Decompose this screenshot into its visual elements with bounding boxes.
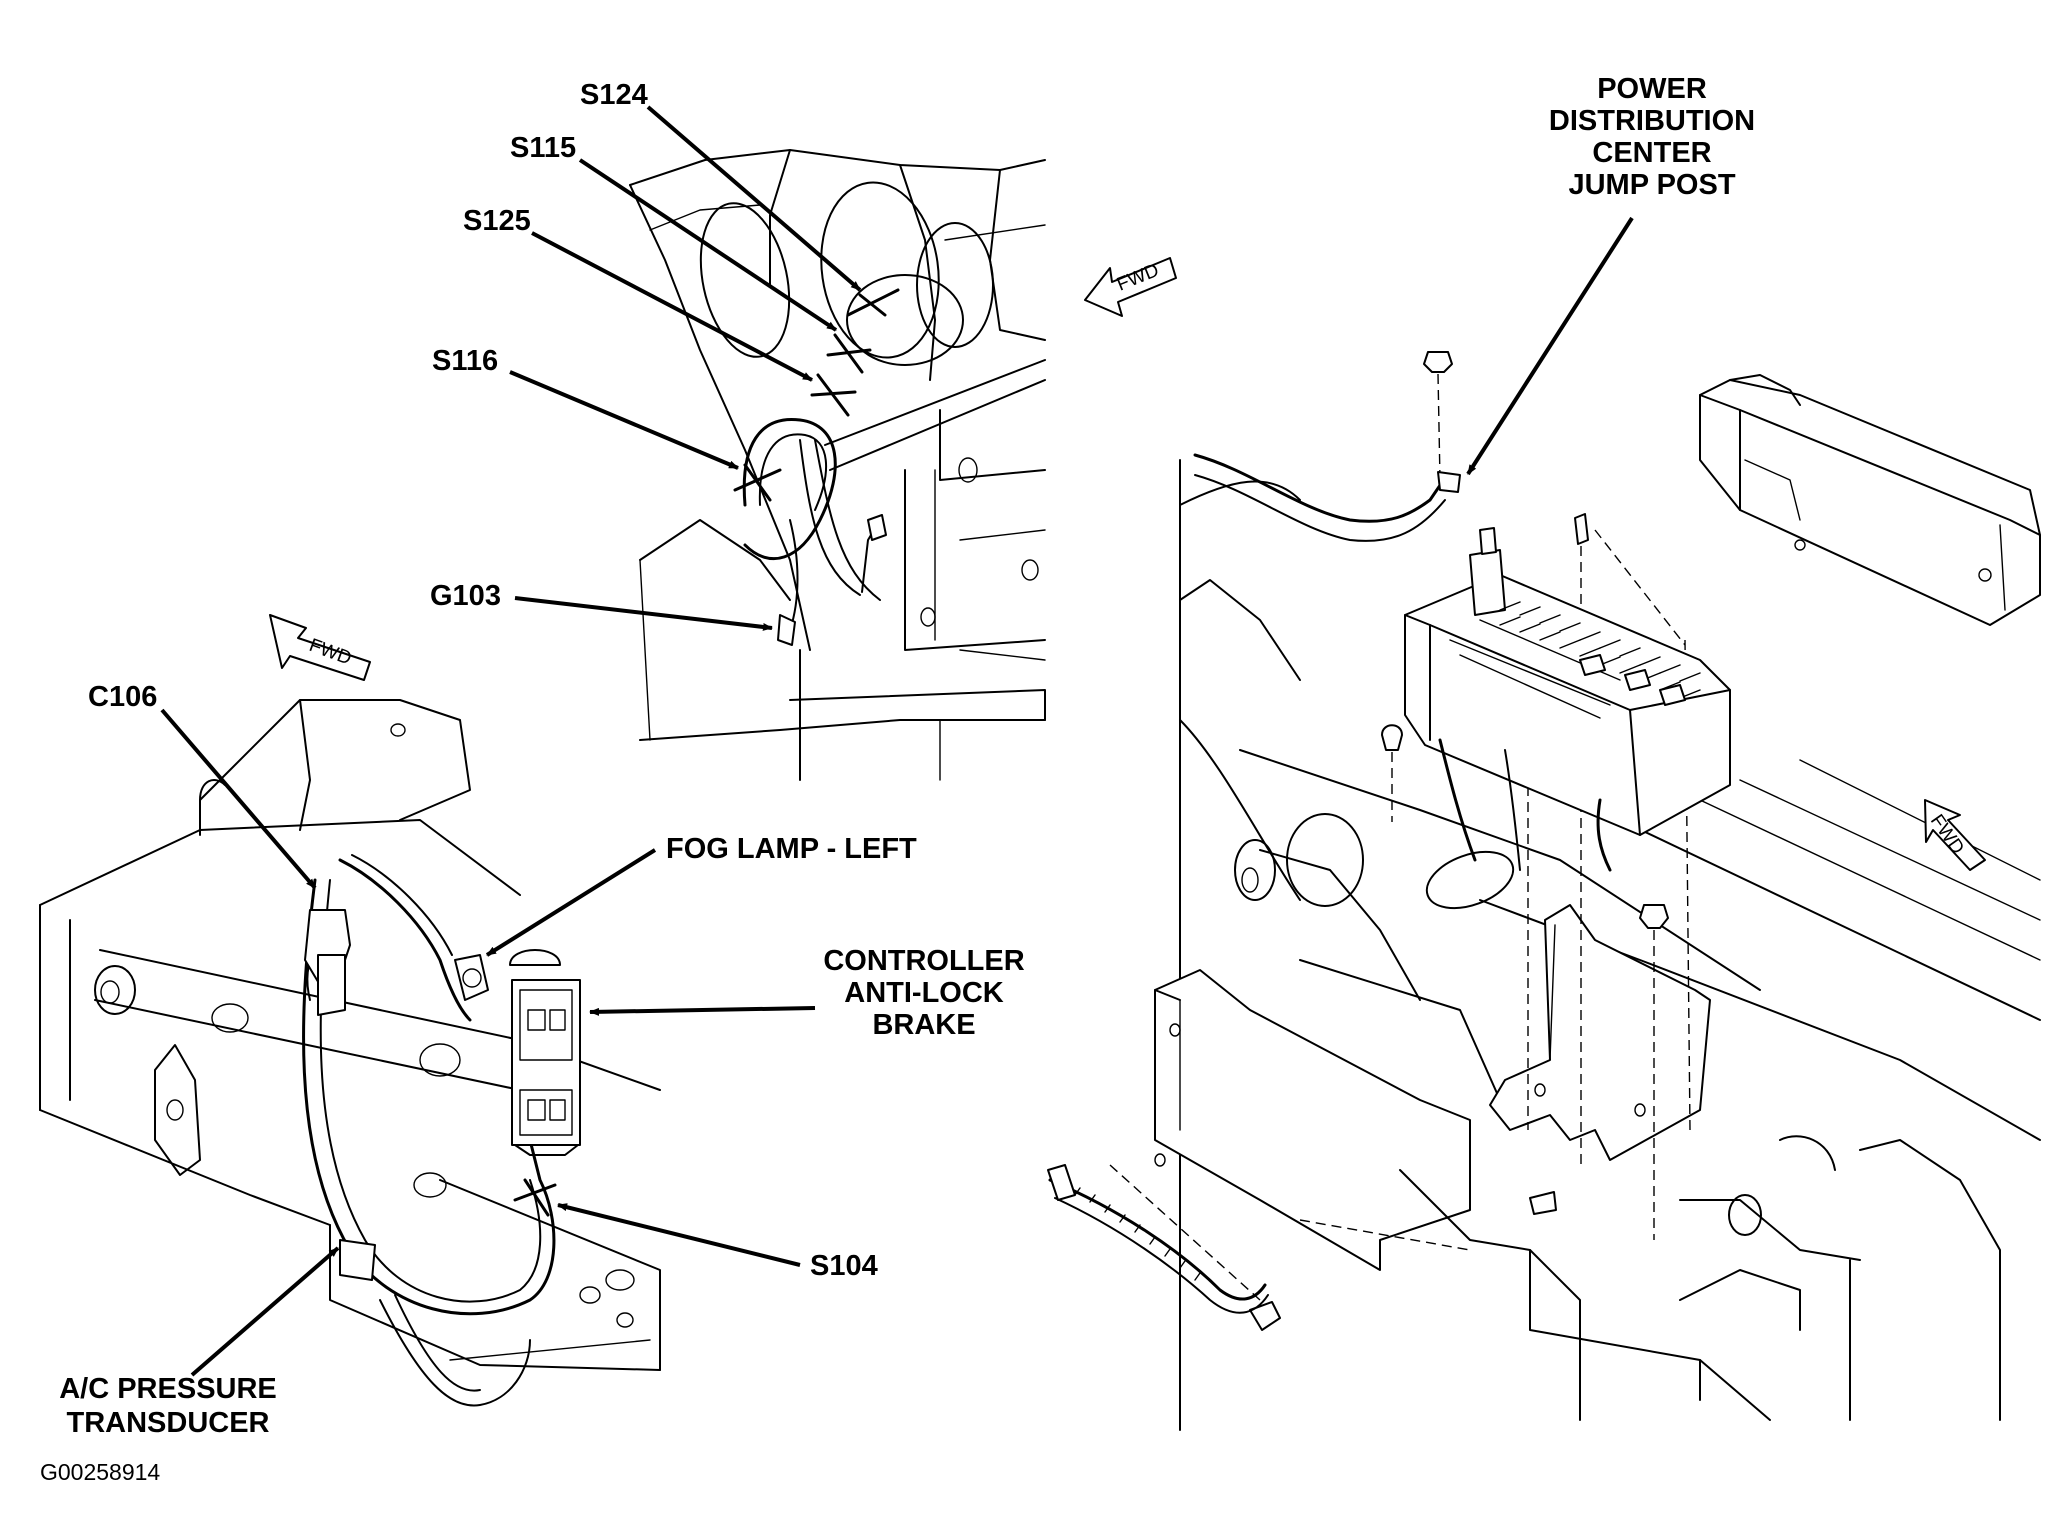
leader-c106 (160, 708, 317, 890)
label-controller-abs-line3: BRAKE (872, 1009, 975, 1041)
label-s115: S115 (510, 132, 576, 164)
leader-g103 (514, 596, 773, 631)
left-frame-drawing: FWD (39, 614, 661, 1407)
right-pdc-drawing: FWD (1047, 351, 2041, 1431)
label-fog-lamp-left: FOG LAMP - LEFT (666, 833, 917, 865)
label-pdc-line4: JUMP POST (1568, 169, 1735, 201)
figure-id: G00258914 (40, 1459, 160, 1485)
leader-pdc-jump-post (1466, 216, 1634, 476)
leader-ac-transducer (190, 1246, 340, 1377)
label-ac-transducer-line1: A/C PRESSURE (59, 1373, 277, 1405)
callout-labels: S124 S115 S125 S116 G103 C106 FOG LAMP -… (40, 73, 1755, 1485)
label-pdc-line2: DISTRIBUTION (1549, 105, 1755, 137)
label-s104: S104 (810, 1250, 878, 1282)
upper-inset-drawing: FWD (629, 149, 1177, 781)
label-s125: S125 (463, 205, 531, 237)
leader-s116 (509, 370, 739, 470)
leader-fog-lamp (485, 848, 657, 957)
label-pdc-jump-post: POWER DISTRIBUTION CENTER JUMP POST (1549, 73, 1755, 201)
leader-s125 (531, 231, 813, 382)
label-c106: C106 (88, 681, 157, 713)
fwd-arrow-top-icon: FWD (1084, 257, 1177, 317)
label-s116: S116 (432, 345, 498, 377)
label-pdc-line3: CENTER (1592, 137, 1711, 169)
label-ac-transducer-line2: TRANSDUCER (67, 1407, 270, 1439)
label-controller-abs-line2: ANTI-LOCK (844, 977, 1004, 1009)
leader-s115 (578, 158, 838, 332)
label-pdc-line1: POWER (1597, 73, 1707, 105)
label-controller-abs: CONTROLLER ANTI-LOCK BRAKE (823, 945, 1024, 1041)
leader-s104 (557, 1203, 801, 1267)
leader-s124 (646, 105, 862, 292)
leader-arrows (160, 105, 1634, 1377)
label-controller-abs-line1: CONTROLLER (823, 945, 1024, 977)
label-g103: G103 (430, 580, 501, 612)
leader-abs-controller (589, 1006, 816, 1016)
fwd-arrow-right-icon: FWD (1924, 799, 1986, 871)
label-s124: S124 (580, 79, 648, 111)
fwd-arrow-left-icon: FWD (269, 614, 371, 681)
label-ac-pressure-transducer: A/C PRESSURE TRANSDUCER (59, 1373, 277, 1439)
